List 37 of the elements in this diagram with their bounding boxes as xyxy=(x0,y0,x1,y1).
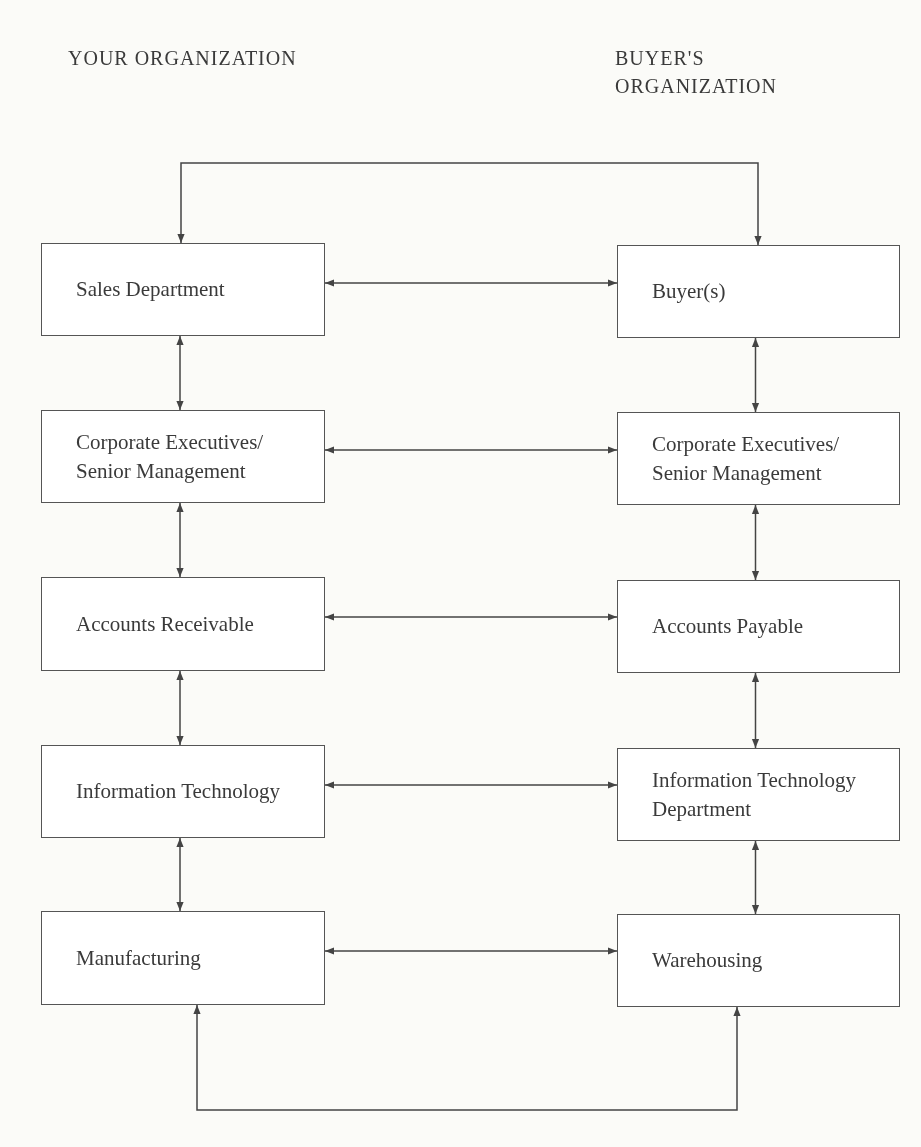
double-headed-arrow xyxy=(324,613,618,621)
department-name: Information Technology Department xyxy=(652,766,857,823)
department-box xyxy=(617,580,900,673)
department-box xyxy=(617,914,900,1007)
department-box xyxy=(41,410,325,503)
double-headed-arrow xyxy=(177,162,762,246)
double-headed-arrow xyxy=(176,670,184,746)
department-name: Corporate Executives/ Senior Management xyxy=(76,428,265,485)
department-name: Information Technology xyxy=(76,778,280,805)
double-headed-arrow xyxy=(176,502,184,578)
column-heading: YOUR ORGANIZATION xyxy=(68,46,298,71)
double-headed-arrow xyxy=(324,947,618,955)
double-headed-arrow xyxy=(324,446,618,454)
department-box xyxy=(617,748,900,841)
department-name: Buyer(s) xyxy=(652,278,726,305)
department-name: Accounts Payable xyxy=(652,613,804,640)
department-name: Corporate Executives/ Senior Management xyxy=(652,430,841,487)
department-name: Manufacturing xyxy=(76,944,201,972)
double-headed-arrow xyxy=(176,837,184,912)
double-headed-arrow xyxy=(751,672,760,749)
department-name: Sales Department xyxy=(76,276,225,303)
department-box xyxy=(41,745,325,838)
department-box xyxy=(617,412,900,505)
department-name: Warehousing xyxy=(652,947,763,974)
department-box xyxy=(617,245,900,338)
double-headed-arrow xyxy=(324,279,618,287)
double-headed-arrow xyxy=(751,840,760,915)
double-headed-arrow xyxy=(751,504,760,581)
double-headed-arrow xyxy=(176,335,184,411)
department-name: Accounts Receivable xyxy=(76,610,254,638)
double-headed-arrow xyxy=(193,1004,741,1111)
department-box xyxy=(41,243,325,336)
department-box xyxy=(41,911,325,1005)
double-headed-arrow xyxy=(751,337,760,413)
double-headed-arrow xyxy=(324,781,618,789)
column-heading: BUYER'S ORGANIZATION xyxy=(615,46,778,99)
department-box xyxy=(41,577,325,671)
